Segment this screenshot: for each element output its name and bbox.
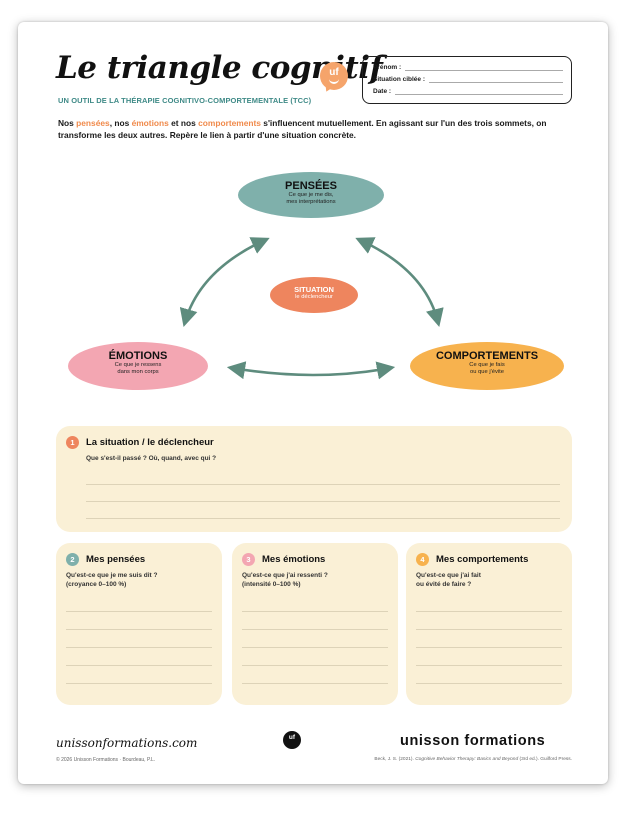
node-situation: SITUATION le déclencheur	[270, 277, 358, 313]
page-subtitle: UN OUTIL DE LA THÉRAPIE COGNITIVO-COMPOR…	[58, 96, 312, 105]
ref-title: Cognitive Behavior Therapy: Basics and B…	[415, 757, 519, 762]
section-3-question: Qu'est-ce que j'ai ressenti ?	[242, 572, 328, 579]
node-pensees-title: PENSÉES	[285, 180, 337, 192]
section-4-number: 4	[416, 553, 429, 566]
date-label: Date :	[373, 88, 392, 95]
section-2-number: 2	[66, 553, 79, 566]
section-pensees: 2 Mes pensées Qu'est-ce que je me suis d…	[56, 543, 222, 705]
section-comportements: 4 Mes comportements Qu'est-ce que j'ai f…	[406, 543, 572, 705]
section-situation: 1 La situation / le déclencheur Que s'es…	[56, 426, 572, 532]
intro-text-4: s'influencent mutuellement. En agissant …	[58, 118, 547, 140]
section-3-title: Mes émotions	[262, 554, 326, 565]
ref-author: Beck, J. S. (2021).	[374, 757, 416, 762]
section-4-hint: ou évité de faire ?	[416, 581, 472, 588]
prenom-row[interactable]: Prénom :	[373, 64, 563, 71]
section-4-title: Mes comportements	[436, 554, 529, 565]
uf-logo: uf	[320, 62, 348, 94]
node-comportements: COMPORTEMENTS Ce que je fais ou que j'év…	[410, 342, 564, 390]
write-line[interactable]	[86, 484, 560, 485]
intro-highlight-pensees: pensées	[76, 118, 110, 128]
prenom-label: Prénom :	[373, 64, 402, 71]
write-line[interactable]	[416, 683, 562, 684]
section-1-title: La situation / le déclencheur	[86, 437, 214, 448]
footer-logo-icon: uf	[283, 731, 301, 749]
footer-copyright: © 2026 Unisson Formations · Bourdeau, P.…	[56, 757, 156, 763]
logo-smile-icon	[329, 77, 339, 84]
prenom-field[interactable]	[405, 64, 563, 71]
write-line[interactable]	[416, 611, 562, 612]
write-line[interactable]	[86, 518, 560, 519]
node-emotions-title: ÉMOTIONS	[108, 350, 168, 362]
write-line[interactable]	[66, 611, 212, 612]
write-line[interactable]	[416, 665, 562, 666]
write-line[interactable]	[416, 629, 562, 630]
node-emotions-sub1: Ce que je ressens	[114, 362, 162, 368]
intro-text-3: et nos	[168, 118, 199, 128]
write-line[interactable]	[66, 665, 212, 666]
section-2-title: Mes pensées	[86, 554, 146, 565]
arrow-pensees-emotions	[179, 237, 270, 327]
intro-text-1: Nos	[58, 118, 77, 128]
identification-box: Prénom : Situation ciblée : Date :	[362, 56, 572, 104]
footer-reference: Beck, J. S. (2021). Cognitive Behavior T…	[346, 757, 572, 762]
situation-row[interactable]: Situation ciblée :	[373, 76, 563, 83]
write-line[interactable]	[242, 629, 388, 630]
footer-website: unissonformations.com	[56, 736, 198, 750]
section-emotions: 3 Mes émotions Qu'est-ce que j'ai ressen…	[232, 543, 398, 705]
intro-paragraph: Nos pensées, nos émotions et nos comport…	[58, 117, 573, 141]
arrow-emotions-comportements	[226, 361, 396, 380]
write-line[interactable]	[66, 683, 212, 684]
node-comportements-title: COMPORTEMENTS	[435, 350, 539, 362]
write-line[interactable]	[242, 647, 388, 648]
write-line[interactable]	[86, 501, 560, 502]
node-situation-title: SITUATION	[294, 285, 334, 294]
footer-brand: unisson formations	[400, 733, 546, 749]
write-line[interactable]	[242, 611, 388, 612]
situation-field[interactable]	[429, 76, 563, 83]
write-line[interactable]	[416, 647, 562, 648]
write-line[interactable]	[242, 665, 388, 666]
write-line[interactable]	[66, 629, 212, 630]
write-line[interactable]	[66, 647, 212, 648]
intro-highlight-emotions: émotions	[131, 118, 169, 128]
situation-label: Situation ciblée :	[373, 76, 426, 83]
section-2-hint: (croyance 0–100 %)	[66, 581, 127, 588]
write-line[interactable]	[242, 683, 388, 684]
date-field[interactable]	[395, 88, 563, 95]
arrow-pensees-comportements	[355, 237, 444, 328]
node-emotions: ÉMOTIONS Ce que je ressens dans mon corp…	[68, 342, 208, 390]
intro-highlight-comportements: comportements	[198, 118, 261, 128]
node-pensees-sub2: mes interprétations	[286, 199, 336, 205]
logo-text: uf	[329, 67, 339, 78]
footer-logo-text: uf	[288, 734, 296, 741]
node-comportements-sub2: ou que j'évite	[470, 369, 504, 375]
date-row[interactable]: Date :	[373, 88, 563, 95]
section-3-number: 3	[242, 553, 255, 566]
section-4-question: Qu'est-ce que j'ai fait	[416, 572, 481, 579]
intro-text-2: , nos	[109, 118, 132, 128]
node-pensees: PENSÉES Ce que je me dis, mes interpréta…	[238, 172, 384, 218]
node-emotions-sub2: dans mon corps	[117, 369, 159, 375]
node-situation-sub: le déclencheur	[295, 294, 333, 300]
section-2-question: Qu'est-ce que je me suis dit ?	[66, 572, 158, 579]
section-1-question: Que s'est-il passé ? Où, quand, avec qui…	[86, 455, 217, 462]
section-3-hint: (intensité 0–100 %)	[242, 581, 301, 588]
section-1-number: 1	[66, 436, 79, 449]
ref-edition: (3rd ed.). Guilford Press.	[518, 757, 572, 762]
node-comportements-sub1: Ce que je fais	[469, 362, 505, 368]
node-pensees-sub1: Ce que je me dis,	[288, 192, 334, 198]
